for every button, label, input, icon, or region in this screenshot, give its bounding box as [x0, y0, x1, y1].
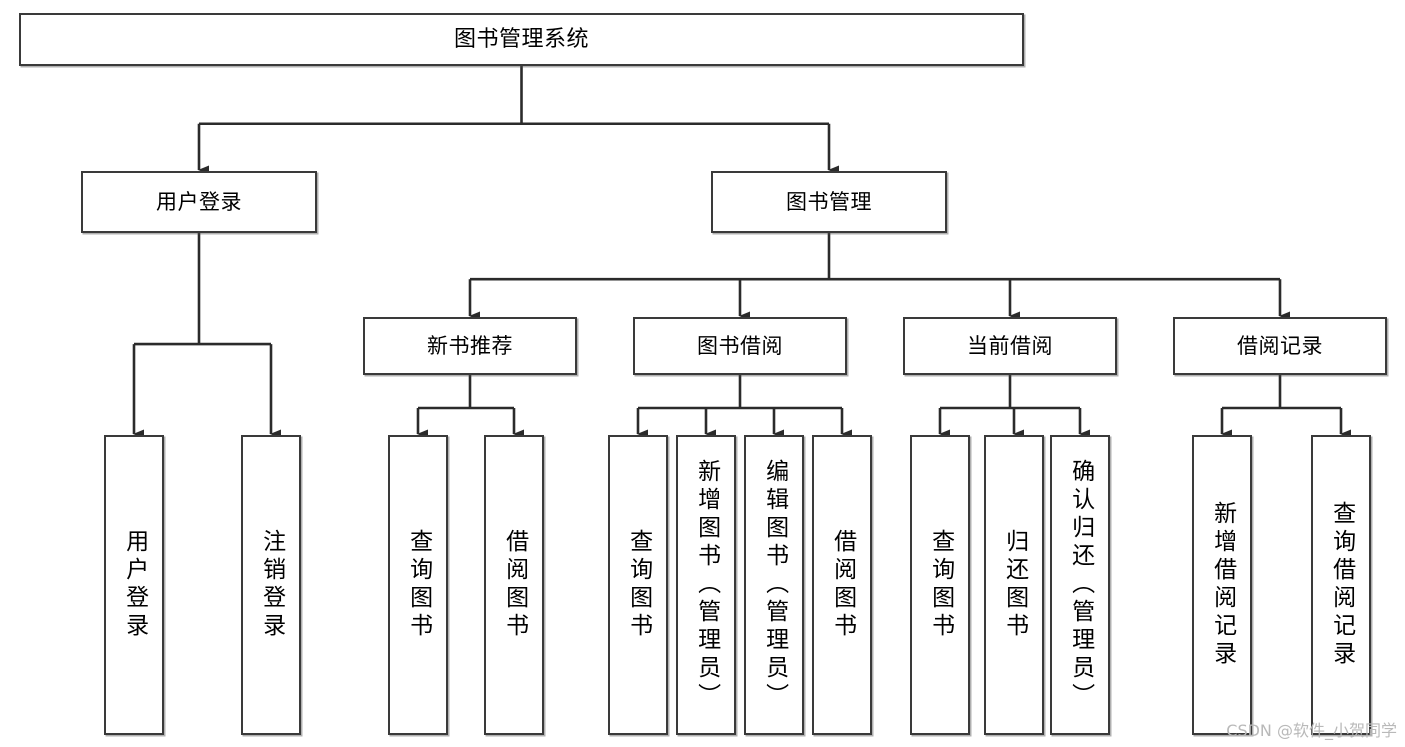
node-current-borrow[interactable]: 当前借阅: [903, 317, 1117, 375]
node-label: 查询图书: [405, 529, 432, 641]
node-borrow-record[interactable]: 借阅记录: [1173, 317, 1387, 375]
node-leaf-return-book[interactable]: 归还图书: [984, 435, 1044, 735]
node-label: 编辑图书（管理员）: [761, 459, 788, 711]
node-leaf-query-book-2[interactable]: 查询图书: [608, 435, 668, 735]
node-label: 借阅图书: [501, 529, 528, 641]
node-user-login[interactable]: 用户登录: [81, 171, 317, 233]
node-label: 查询图书: [927, 529, 954, 641]
node-label: 新增借阅记录: [1209, 501, 1236, 669]
node-leaf-logout[interactable]: 注销登录: [241, 435, 301, 735]
node-new-book-recommend[interactable]: 新书推荐: [363, 317, 577, 375]
node-label: 借阅图书: [829, 529, 856, 641]
node-label: 当前借阅: [967, 333, 1053, 358]
node-leaf-confirm-return[interactable]: 确认归还（管理员）: [1050, 435, 1110, 735]
node-label: 新增图书（管理员）: [693, 459, 720, 711]
node-label: 归还图书: [1001, 529, 1028, 641]
node-book-borrow[interactable]: 图书借阅: [633, 317, 847, 375]
node-leaf-borrow-book-1[interactable]: 借阅图书: [484, 435, 544, 735]
edge-group: [132, 66, 1351, 439]
node-label: 图书管理: [786, 189, 872, 214]
node-label: 新书推荐: [427, 333, 513, 358]
node-leaf-query-book-1[interactable]: 查询图书: [388, 435, 448, 735]
node-leaf-query-record[interactable]: 查询借阅记录: [1311, 435, 1371, 735]
node-leaf-borrow-book-2[interactable]: 借阅图书: [812, 435, 872, 735]
node-label: 用户登录: [156, 189, 242, 214]
node-leaf-add-record[interactable]: 新增借阅记录: [1192, 435, 1252, 735]
node-label: 借阅记录: [1237, 333, 1323, 358]
node-leaf-add-book[interactable]: 新增图书（管理员）: [676, 435, 736, 735]
node-label: 用户登录: [121, 529, 148, 641]
node-label: 注销登录: [258, 529, 285, 641]
node-label: 图书管理系统: [453, 26, 589, 52]
node-label: 图书借阅: [697, 333, 783, 358]
node-label: 查询借阅记录: [1328, 501, 1355, 669]
node-label: 确认归还（管理员）: [1067, 459, 1094, 711]
node-book-manage[interactable]: 图书管理: [711, 171, 947, 233]
node-leaf-user-login[interactable]: 用户登录: [104, 435, 164, 735]
node-leaf-edit-book[interactable]: 编辑图书（管理员）: [744, 435, 804, 735]
node-label: 查询图书: [625, 529, 652, 641]
node-root[interactable]: 图书管理系统: [19, 13, 1024, 66]
node-leaf-query-book-3[interactable]: 查询图书: [910, 435, 970, 735]
